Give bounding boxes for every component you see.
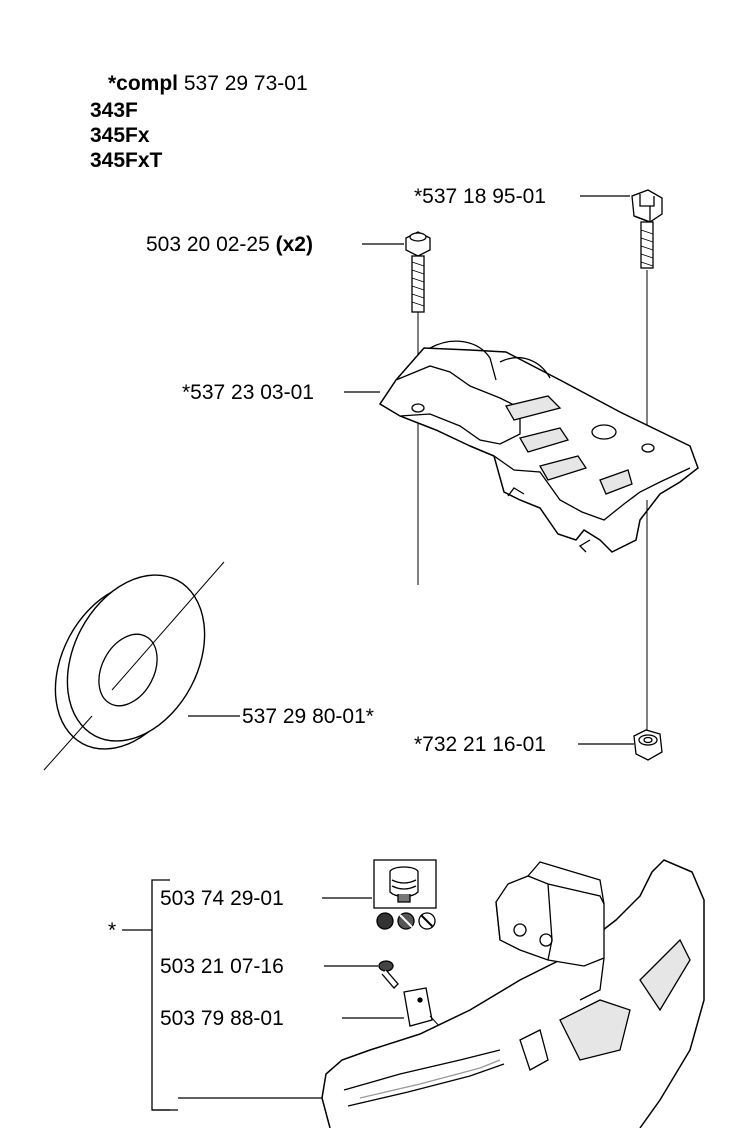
compl-number: 537 29 73-01 xyxy=(183,72,308,95)
kit-bracket xyxy=(122,879,178,1111)
guard-plate-icon xyxy=(378,340,699,553)
callout-set-screw: *537 18 95-01 xyxy=(414,185,546,208)
model-345fxt: 345FxT xyxy=(90,149,163,172)
model-343f: 343F xyxy=(90,99,138,122)
callout-guard-plate: *537 23 03-01 xyxy=(182,381,314,404)
callout-nut: *732 21 16-01 xyxy=(414,733,546,756)
bolt-icon xyxy=(405,231,431,313)
callout-trimmer-head: 503 74 29-01 xyxy=(160,887,284,910)
washer-icon xyxy=(43,561,225,771)
callout-washer: 537 29 80-01* xyxy=(242,705,374,728)
callout-bolt-qty: (x2) xyxy=(275,233,313,256)
nut-icon xyxy=(633,729,663,761)
callout-bolt-number: 503 20 02-25 xyxy=(146,233,270,256)
trimmer-guard-icon xyxy=(321,859,705,1128)
callout-line-knife: 503 79 88-01 xyxy=(160,1007,284,1030)
compl-kit-line: *compl 537 29 73-01 xyxy=(108,73,308,94)
head-type-symbols-icon xyxy=(376,912,436,930)
callout-screw: 503 21 07-16 xyxy=(160,955,284,978)
set-screw-icon xyxy=(631,189,663,269)
line-knife-icon xyxy=(403,987,433,1027)
callout-kit-marker: * xyxy=(108,919,117,942)
trimmer-head-icon xyxy=(373,859,437,909)
callout-bolt: 503 20 02-25 (x2) xyxy=(146,234,313,255)
compl-prefix: *compl xyxy=(108,72,179,95)
screw-icon xyxy=(378,960,399,989)
model-345fx: 345Fx xyxy=(90,124,150,147)
